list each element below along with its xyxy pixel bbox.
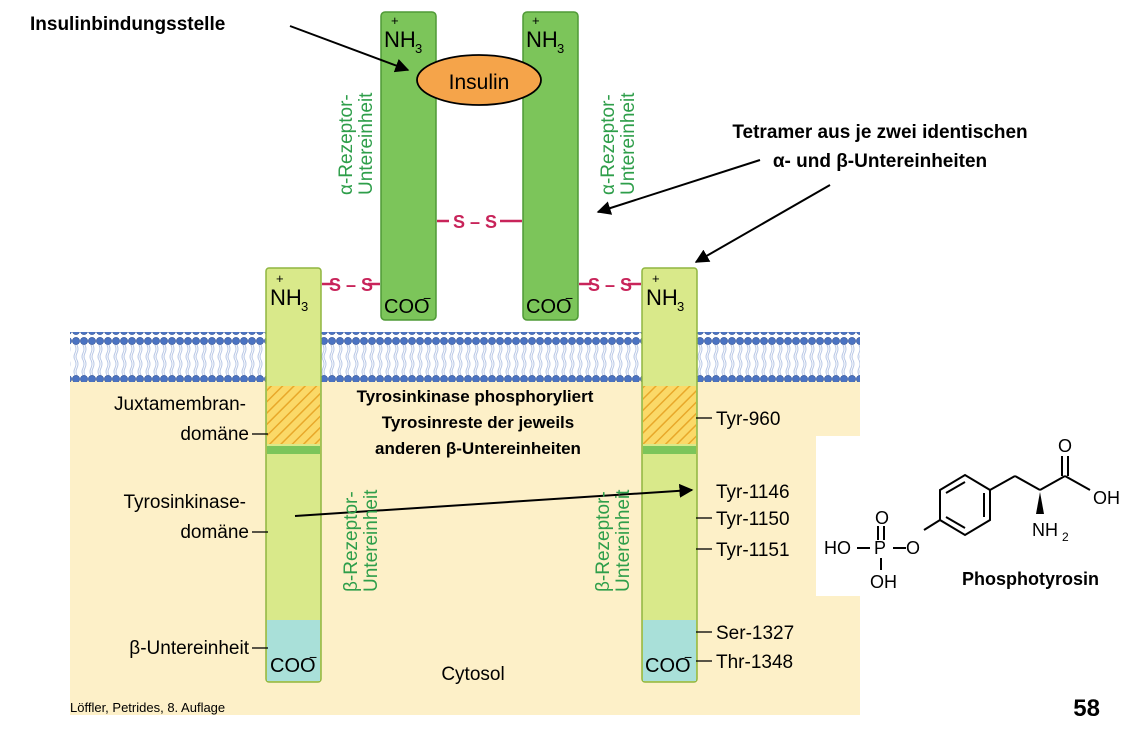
juxtamembrane-label-1: Juxtamembran- [114, 394, 246, 415]
svg-text:Untereinheit: Untereinheit [613, 489, 634, 592]
wedge-bond [1036, 492, 1044, 514]
cell-membrane [70, 332, 860, 382]
phospho-o-double: O [875, 508, 889, 528]
svg-text:NH: NH [646, 285, 678, 310]
residue-tyr1146: Tyr-1146 [716, 482, 790, 503]
tyrosinkinase-label-1: Tyrosinkinase- [124, 492, 247, 513]
coo-alpha-left: COO − [384, 290, 431, 318]
residue-tyr1150: Tyr-1150 [716, 509, 790, 530]
svg-text:β-Rezeptor-: β-Rezeptor- [341, 491, 362, 592]
phospho-line-3: anderen β-Untereinheiten [375, 439, 581, 458]
phosphotyrosin-name: Phosphotyrosin [962, 569, 1099, 589]
svg-text:NH: NH [384, 27, 416, 52]
svg-text:−: − [423, 290, 431, 306]
svg-text:3: 3 [677, 299, 684, 314]
tetramer-line-2: α- und β-Untereinheiten [773, 151, 987, 172]
insulin-molecule [416, 54, 542, 106]
phospho-oh-acid: OH [1093, 488, 1120, 508]
nh3-beta-right: + NH 3 [646, 271, 684, 314]
coo-beta-right: COO − [645, 649, 692, 677]
phospho-line-1: Tyrosinkinase phosphoryliert [357, 387, 594, 406]
svg-text:−: − [565, 290, 573, 306]
juxtamembrane-label-2: domäne [180, 424, 249, 445]
svg-text:3: 3 [557, 41, 564, 56]
svg-text:+: + [276, 271, 284, 286]
svg-text:−: − [684, 649, 692, 665]
disulfide-middle: S – S [453, 212, 497, 232]
svg-text:+: + [652, 271, 660, 286]
insulin-label: Insulin [449, 71, 510, 94]
arrow-binding-site [289, 25, 410, 73]
alpha-subunit-left [380, 11, 437, 321]
svg-text:Untereinheit: Untereinheit [356, 92, 377, 195]
band-right [643, 446, 696, 454]
phospho-line-2: Tyrosinreste der jeweils [382, 413, 574, 432]
svg-text:COO: COO [526, 296, 572, 318]
svg-text:3: 3 [301, 299, 308, 314]
residue-tyr960: Tyr-960 [716, 409, 780, 430]
phospho-o-ether: O [906, 538, 920, 558]
cterm-right [643, 620, 696, 681]
svg-text:Untereinheit: Untereinheit [361, 489, 382, 592]
svg-text:3: 3 [415, 41, 422, 56]
svg-text:α-Rezeptor-: α-Rezeptor- [336, 94, 357, 195]
tyrosinkinase-label-2: domäne [180, 522, 249, 543]
band-left [267, 446, 320, 454]
cytosol-area [70, 380, 860, 715]
disulfide-right: S – S [588, 275, 632, 295]
arrow-phosphorylation [294, 483, 694, 517]
phospho-nh2: NH [1032, 520, 1058, 540]
svg-text:+: + [391, 13, 399, 28]
alpha-subunit-right [522, 11, 579, 321]
svg-text:COO: COO [270, 655, 316, 677]
juxtamembrane-right [643, 386, 696, 444]
svg-text:COO: COO [645, 655, 691, 677]
residue-tyr1151: Tyr-1151 [716, 540, 790, 561]
beta-unit-label: β-Untereinheit [129, 638, 249, 659]
alpha-label-right: α-Rezeptor- Untereinheit [598, 92, 639, 195]
juxtamembrane-left [267, 386, 320, 444]
nh3-alpha-left: + NH 3 [384, 13, 422, 56]
phospho-ho: HO [824, 538, 851, 558]
tetramer-line-1: Tetramer aus je zwei identischen [732, 122, 1027, 143]
svg-text:β-Rezeptor-: β-Rezeptor- [593, 491, 614, 592]
phosphotyrosine-panel [816, 436, 1106, 596]
coo-alpha-right: COO − [526, 290, 573, 318]
residue-thr1348: Thr-1348 [716, 652, 793, 673]
beta-label-left: β-Rezeptor- Untereinheit [341, 489, 382, 592]
page-number: 58 [1073, 695, 1100, 722]
residue-ser1327: Ser-1327 [716, 623, 794, 644]
cterm-left [267, 620, 320, 681]
svg-text:−: − [309, 649, 317, 665]
beta-label-right: β-Rezeptor- Untereinheit [593, 489, 634, 592]
nh3-beta-left: + NH 3 [270, 271, 308, 314]
cytosol-label: Cytosol [441, 664, 504, 685]
coo-beta-left: COO − [270, 649, 317, 677]
svg-text:NH: NH [270, 285, 302, 310]
phosphotyrosine-structure [857, 456, 1091, 570]
beta-subunit-left [265, 267, 322, 683]
beta-subunit-right [641, 267, 698, 683]
svg-text:α-Rezeptor-: α-Rezeptor- [598, 94, 619, 195]
phospho-nh2-sub: 2 [1062, 530, 1069, 544]
phospho-oh-bottom: OH [870, 572, 897, 592]
svg-text:Untereinheit: Untereinheit [618, 92, 639, 195]
disulfide-left: S – S [329, 275, 373, 295]
svg-text:+: + [532, 13, 540, 28]
svg-text:COO: COO [384, 296, 430, 318]
svg-text:NH: NH [526, 27, 558, 52]
nh3-alpha-right: + NH 3 [526, 13, 564, 56]
phospho-o-top: O [1058, 436, 1072, 456]
citation: Löffler, Petrides, 8. Auflage [70, 700, 225, 715]
arrow-tetramer-beta [694, 184, 831, 263]
arrow-tetramer-alpha [596, 159, 761, 215]
alpha-label-left: α-Rezeptor- Untereinheit [336, 92, 377, 195]
insulin-binding-site-label: Insulinbindungsstelle [30, 14, 225, 35]
phospho-p: P [874, 538, 886, 558]
